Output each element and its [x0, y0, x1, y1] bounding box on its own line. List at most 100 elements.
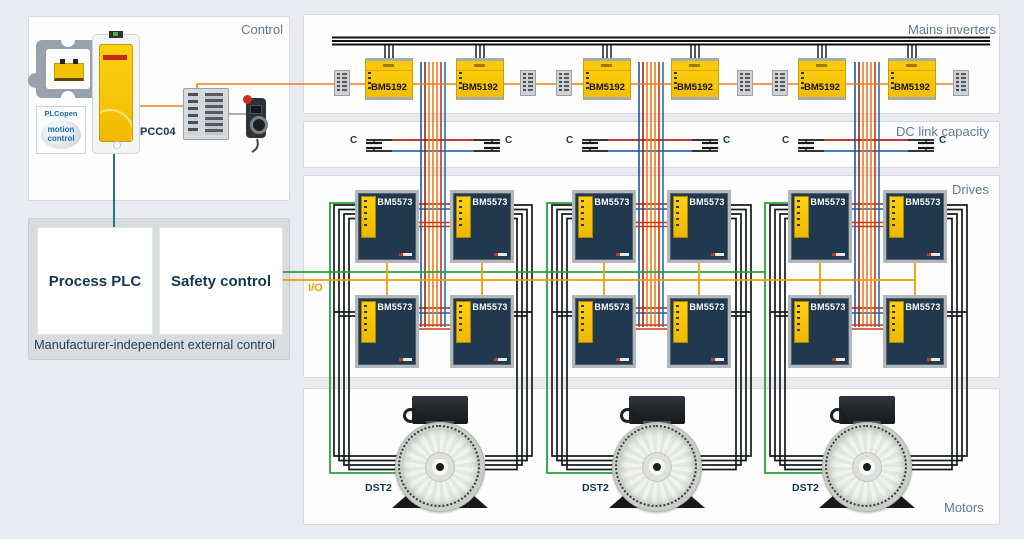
inverter-label: BM5192 — [894, 82, 930, 93]
torque-motor: DST2 — [792, 394, 915, 514]
drive-label: BM5573 — [594, 302, 630, 312]
puzzle-notch-top — [61, 33, 75, 47]
chip-pin — [73, 59, 78, 64]
pcc04-connector — [109, 31, 123, 38]
mains-inverter-unit: BM5192 — [583, 58, 631, 100]
drive-brand-mark — [494, 358, 507, 361]
drive-unit: BM5573 — [450, 295, 514, 368]
io-terminal-module — [183, 88, 229, 140]
motor-label: DST2 — [582, 482, 609, 494]
drive-unit: BM5573 — [788, 295, 852, 368]
puzzle-notch-bottom — [61, 91, 75, 105]
plcopen-motion-control-logo: PLCopen motion control — [36, 106, 86, 154]
drive-label: BM5573 — [377, 197, 413, 207]
safety-option-module — [456, 301, 471, 343]
capacitor-label: C — [350, 135, 358, 146]
safety-option-module — [673, 196, 688, 238]
pcc04-decor-arc — [100, 109, 132, 141]
drive-unit: BM5573 — [667, 295, 731, 368]
motor-terminal-box — [403, 396, 468, 427]
safety-option-module — [456, 196, 471, 238]
automation-puzzle-icon — [28, 33, 108, 105]
motor-shaft — [653, 463, 661, 471]
inverter-label: BM5192 — [677, 82, 713, 93]
motors-section-label: Motors — [944, 500, 984, 515]
drive-brand-mark — [832, 253, 845, 256]
torque-motor: DST2 — [365, 394, 488, 514]
safety-option-module — [794, 301, 809, 343]
line-filter-module — [953, 70, 969, 96]
drive-brand-mark — [399, 253, 412, 256]
inverter-label: BM5192 — [371, 82, 407, 93]
drive-brand-mark — [616, 358, 629, 361]
handheld-operator-device — [243, 95, 268, 138]
safety-option-module — [889, 196, 904, 238]
drive-unit: BM5573 — [450, 190, 514, 263]
drive-unit: BM5573 — [355, 190, 419, 263]
drive-unit: BM5573 — [572, 190, 636, 263]
drive-label: BM5573 — [810, 197, 846, 207]
mains-inverter-unit: BM5192 — [365, 58, 413, 100]
drive-unit: BM5573 — [355, 295, 419, 368]
capacitor-label: C — [505, 135, 513, 146]
drive-chip-icon — [54, 59, 84, 81]
puzzle-knob-left — [28, 73, 43, 88]
drive-brand-mark — [711, 253, 724, 256]
plcopen-wordmark: PLCopen — [44, 109, 78, 118]
emergency-stop-button — [243, 95, 252, 104]
pcc04-label: PCC04 — [140, 126, 176, 138]
inverter-header-strip — [889, 61, 935, 71]
pcc04-controller — [92, 31, 140, 154]
motor-label: DST2 — [365, 482, 392, 494]
pcc04-housing — [99, 44, 133, 142]
capacitor-label: C — [566, 135, 574, 146]
drive-brand-mark — [399, 358, 412, 361]
drive-unit: BM5573 — [667, 190, 731, 263]
drive-unit: BM5573 — [883, 190, 947, 263]
inverter-header-strip — [457, 61, 503, 71]
handheld-display — [250, 105, 262, 114]
handheld-wheel — [250, 116, 268, 134]
drive-label: BM5573 — [810, 302, 846, 312]
drive-brand-mark — [927, 358, 940, 361]
inverter-label: BM5192 — [589, 82, 625, 93]
motor-terminal-box — [620, 396, 685, 427]
inverter-pins — [891, 72, 894, 92]
safety-option-module — [889, 301, 904, 343]
drive-label: BM5573 — [905, 302, 941, 312]
motor-terminal-box — [830, 396, 895, 427]
inverter-header-strip — [366, 61, 412, 71]
control-section-label: Control — [241, 22, 283, 37]
line-filter-module — [334, 70, 350, 96]
inverter-header-strip — [672, 61, 718, 71]
plcopen-control-text: control — [47, 133, 75, 143]
drive-label: BM5573 — [472, 302, 508, 312]
line-filter-module — [737, 70, 753, 96]
safety-option-module — [673, 301, 688, 343]
drive-brand-mark — [494, 253, 507, 256]
drive-label: BM5573 — [689, 197, 725, 207]
capacitor-label: C — [939, 135, 947, 146]
drive-label: BM5573 — [594, 197, 630, 207]
mains-inverter-unit: BM5192 — [671, 58, 719, 100]
safety-option-module — [361, 301, 376, 343]
mains-inverter-unit: BM5192 — [888, 58, 936, 100]
dc-link-section-label: DC link capacity — [896, 124, 990, 139]
drive-label: BM5573 — [689, 302, 725, 312]
baumueller-logo-band — [103, 55, 127, 60]
line-filter-module — [556, 70, 572, 96]
plcopen-motion-text: motion — [47, 125, 75, 134]
line-filter-module — [772, 70, 788, 96]
drives-section-label: Drives — [952, 182, 989, 197]
safety-control-label: Safety control — [170, 272, 272, 290]
drive-brand-mark — [711, 358, 724, 361]
puzzle-inner-card — [46, 49, 90, 89]
inverter-label: BM5192 — [462, 82, 498, 93]
inverter-header-strip — [584, 61, 630, 71]
motor-shaft — [863, 463, 871, 471]
line-filter-module — [520, 70, 536, 96]
pcc04-screw-hole — [113, 141, 121, 149]
mains-inverter-unit: BM5192 — [798, 58, 846, 100]
inverter-label: BM5192 — [804, 82, 840, 93]
